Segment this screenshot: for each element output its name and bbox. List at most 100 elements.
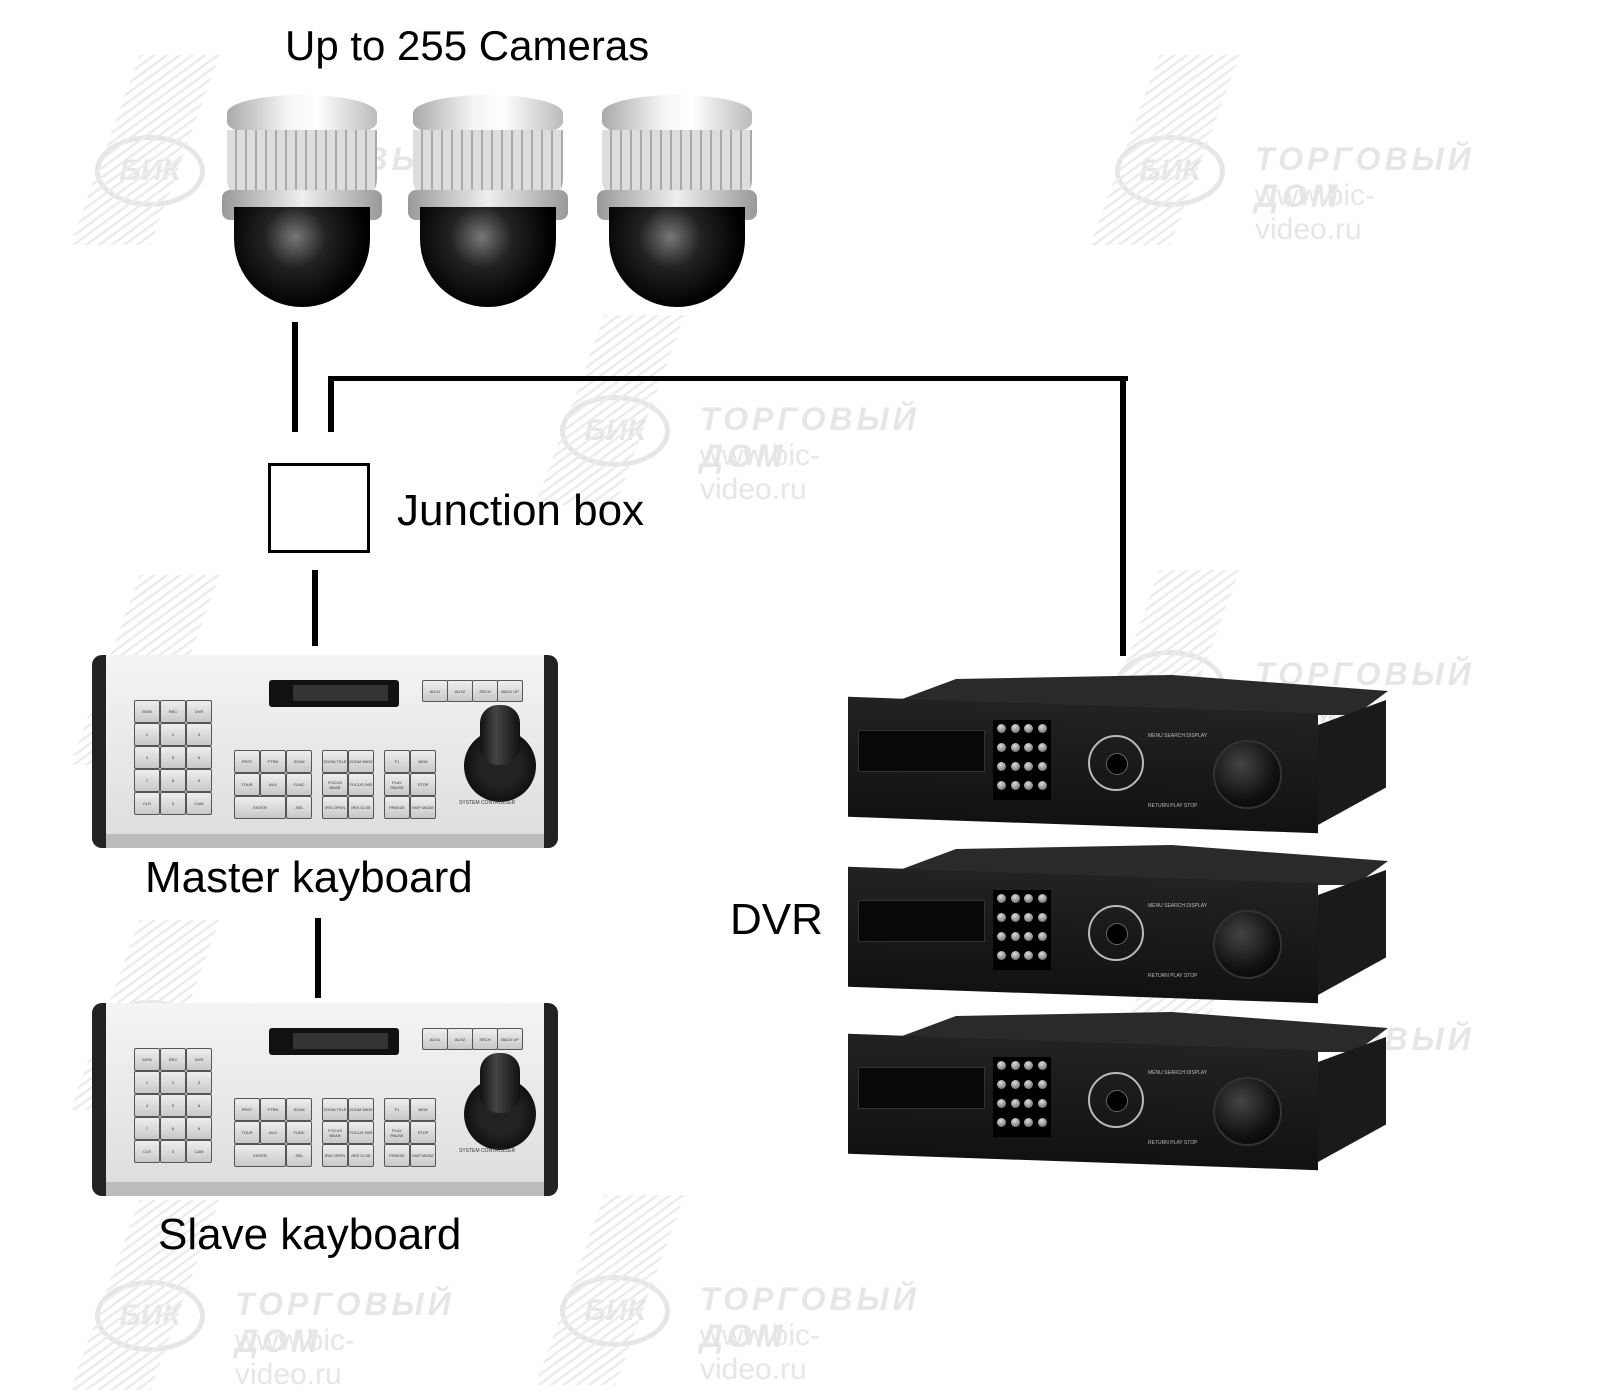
keyboard-key: AUX2 — [447, 680, 473, 702]
dvr-channel-button — [1024, 724, 1033, 733]
dvr-wire-vertical — [328, 376, 334, 432]
navigation-ring — [1088, 735, 1144, 791]
master-to-slave-wire — [315, 918, 321, 998]
keyboard-key: DVR — [186, 700, 212, 723]
keyboard-key: SRCH — [472, 1028, 498, 1050]
keyboard-key: 1 — [134, 723, 160, 746]
keyboard-key: ENTER — [234, 1144, 286, 1167]
dvr-channel-button — [997, 762, 1006, 771]
dvr-channel-button — [997, 743, 1006, 752]
dvr-channel-button — [1037, 762, 1047, 771]
dvr-channel-button — [1010, 951, 1020, 960]
keyboard-key: 8 — [160, 1117, 186, 1140]
keyboard-key: FOCUS FAR — [348, 773, 374, 796]
keyboard-key: TOUR — [234, 1121, 260, 1144]
watermark-company: ТОРГОВЫЙ ДОМ — [700, 1281, 920, 1354]
keyboard-key: PTRN — [260, 1098, 286, 1121]
dvr-channel-button — [997, 1099, 1006, 1108]
keyboard-key: 9 — [186, 769, 212, 792]
keyboard-key: F1 — [384, 1098, 410, 1121]
keyboard-key: PRST — [234, 1098, 260, 1121]
keyboard-key: IRIS OPEN — [322, 796, 348, 819]
dvr-channel-button — [997, 932, 1006, 941]
keyboard-key: FOCUS FAR — [348, 1121, 374, 1144]
keyboard-key: PRST — [234, 750, 260, 773]
dvr-bottom-labels: RETURN PLAY STOP — [1148, 803, 1198, 809]
watermark-logo: БИК — [95, 135, 205, 207]
keyboard-key: 2 — [160, 1071, 186, 1094]
watermark-url: www.bic-video.ru — [1255, 179, 1376, 246]
joystick — [480, 705, 520, 765]
watermark-stripes — [70, 55, 220, 245]
keyboard-key: REC — [160, 700, 186, 723]
dvr-channel-button — [997, 1118, 1006, 1127]
dvr-channel-button — [1037, 932, 1047, 941]
master-keyboard-label: Master kayboard — [145, 853, 473, 902]
keyboard-key: -SEL — [286, 796, 312, 819]
dvr-channel-button — [1010, 913, 1020, 922]
cameras-title: Up to 255 Cameras — [285, 22, 650, 69]
keyboard-key: AUX2 — [447, 1028, 473, 1050]
keyboard-key: FREEZE — [384, 1144, 410, 1167]
dvr-channel-button — [1024, 1080, 1033, 1089]
system-controller-label: SYSTEM CONTROLLER — [459, 1148, 516, 1154]
keyboard-key: STOP — [410, 773, 436, 796]
keyboard-key: CAM — [186, 792, 212, 815]
dvr-channel-button — [1037, 1118, 1047, 1127]
dvr-channel-button — [1024, 762, 1033, 771]
junction-to-master-wire — [312, 570, 318, 646]
keyboard-key: 6 — [186, 1094, 212, 1117]
junction-box-label: Junction box — [397, 486, 645, 535]
keyboard-key: 0 — [160, 1140, 186, 1163]
dvr-channel-button — [997, 781, 1006, 790]
keyboard-key: 3 — [186, 723, 212, 746]
dvr-wire-horizontal — [328, 376, 1128, 381]
watermark-company: ТОРГОВЫЙ ДОМ — [1255, 141, 1475, 214]
dvr-channel-button — [1037, 743, 1047, 752]
keyboard-key: NEW — [410, 750, 436, 773]
dvr-wire-drop — [1120, 376, 1126, 656]
watermark-logo: БИК — [1115, 135, 1225, 207]
dvd-drive — [858, 730, 985, 772]
keyboard-key: 6 — [186, 746, 212, 769]
dvr-channel-button — [1037, 913, 1047, 922]
camera-to-junction-wire — [292, 322, 298, 432]
keyboard-key: ZOOM WIDE — [348, 750, 374, 773]
channel-keypad — [993, 890, 1051, 970]
dvr-channel-button — [1010, 743, 1020, 752]
navigation-ring — [1088, 905, 1144, 961]
keyboard-key: FUNC — [286, 773, 312, 796]
dvr-channel-button — [1037, 1061, 1047, 1070]
jog-shuttle-dial — [1213, 740, 1282, 809]
dvr-channel-button — [1037, 781, 1047, 790]
dvr-channel-button — [1010, 932, 1020, 941]
keyboard-key: FOCUS NEAR — [322, 773, 348, 796]
keyboard-key: AUX — [260, 1121, 286, 1144]
dvr-channel-button — [1024, 951, 1033, 960]
keyboard-key: IRIS CLSE — [348, 1144, 374, 1167]
dvr-channel-button — [1010, 1099, 1020, 1108]
keyboard-key: PLAY PAUSE — [384, 773, 410, 796]
watermark-logo: БИК — [560, 1275, 670, 1347]
keyboard-key: AUX1 — [422, 1028, 448, 1050]
keyboard-key: AUX — [260, 773, 286, 796]
keyboard-key: ENTER — [234, 796, 286, 819]
dvr-channel-button — [1037, 951, 1047, 960]
channel-keypad — [993, 1057, 1051, 1137]
dvr-channel-button — [1024, 1061, 1033, 1070]
jog-shuttle-dial — [1213, 1077, 1282, 1146]
watermark-stripes — [535, 315, 685, 505]
keyboard-key: 4 — [134, 746, 160, 769]
watermark-company: ТОРГОВЫЙ ДОМ — [700, 401, 920, 474]
dvr-channel-button — [1037, 1080, 1047, 1089]
keyboard-key: -SEL — [286, 1144, 312, 1167]
keyboard-key: MON — [134, 700, 160, 723]
dvr-channel-button — [1037, 894, 1047, 903]
keyboard-key: FREEZE — [384, 796, 410, 819]
ptz-dome-camera — [597, 95, 757, 310]
watermark-logo: БИК — [560, 395, 670, 467]
